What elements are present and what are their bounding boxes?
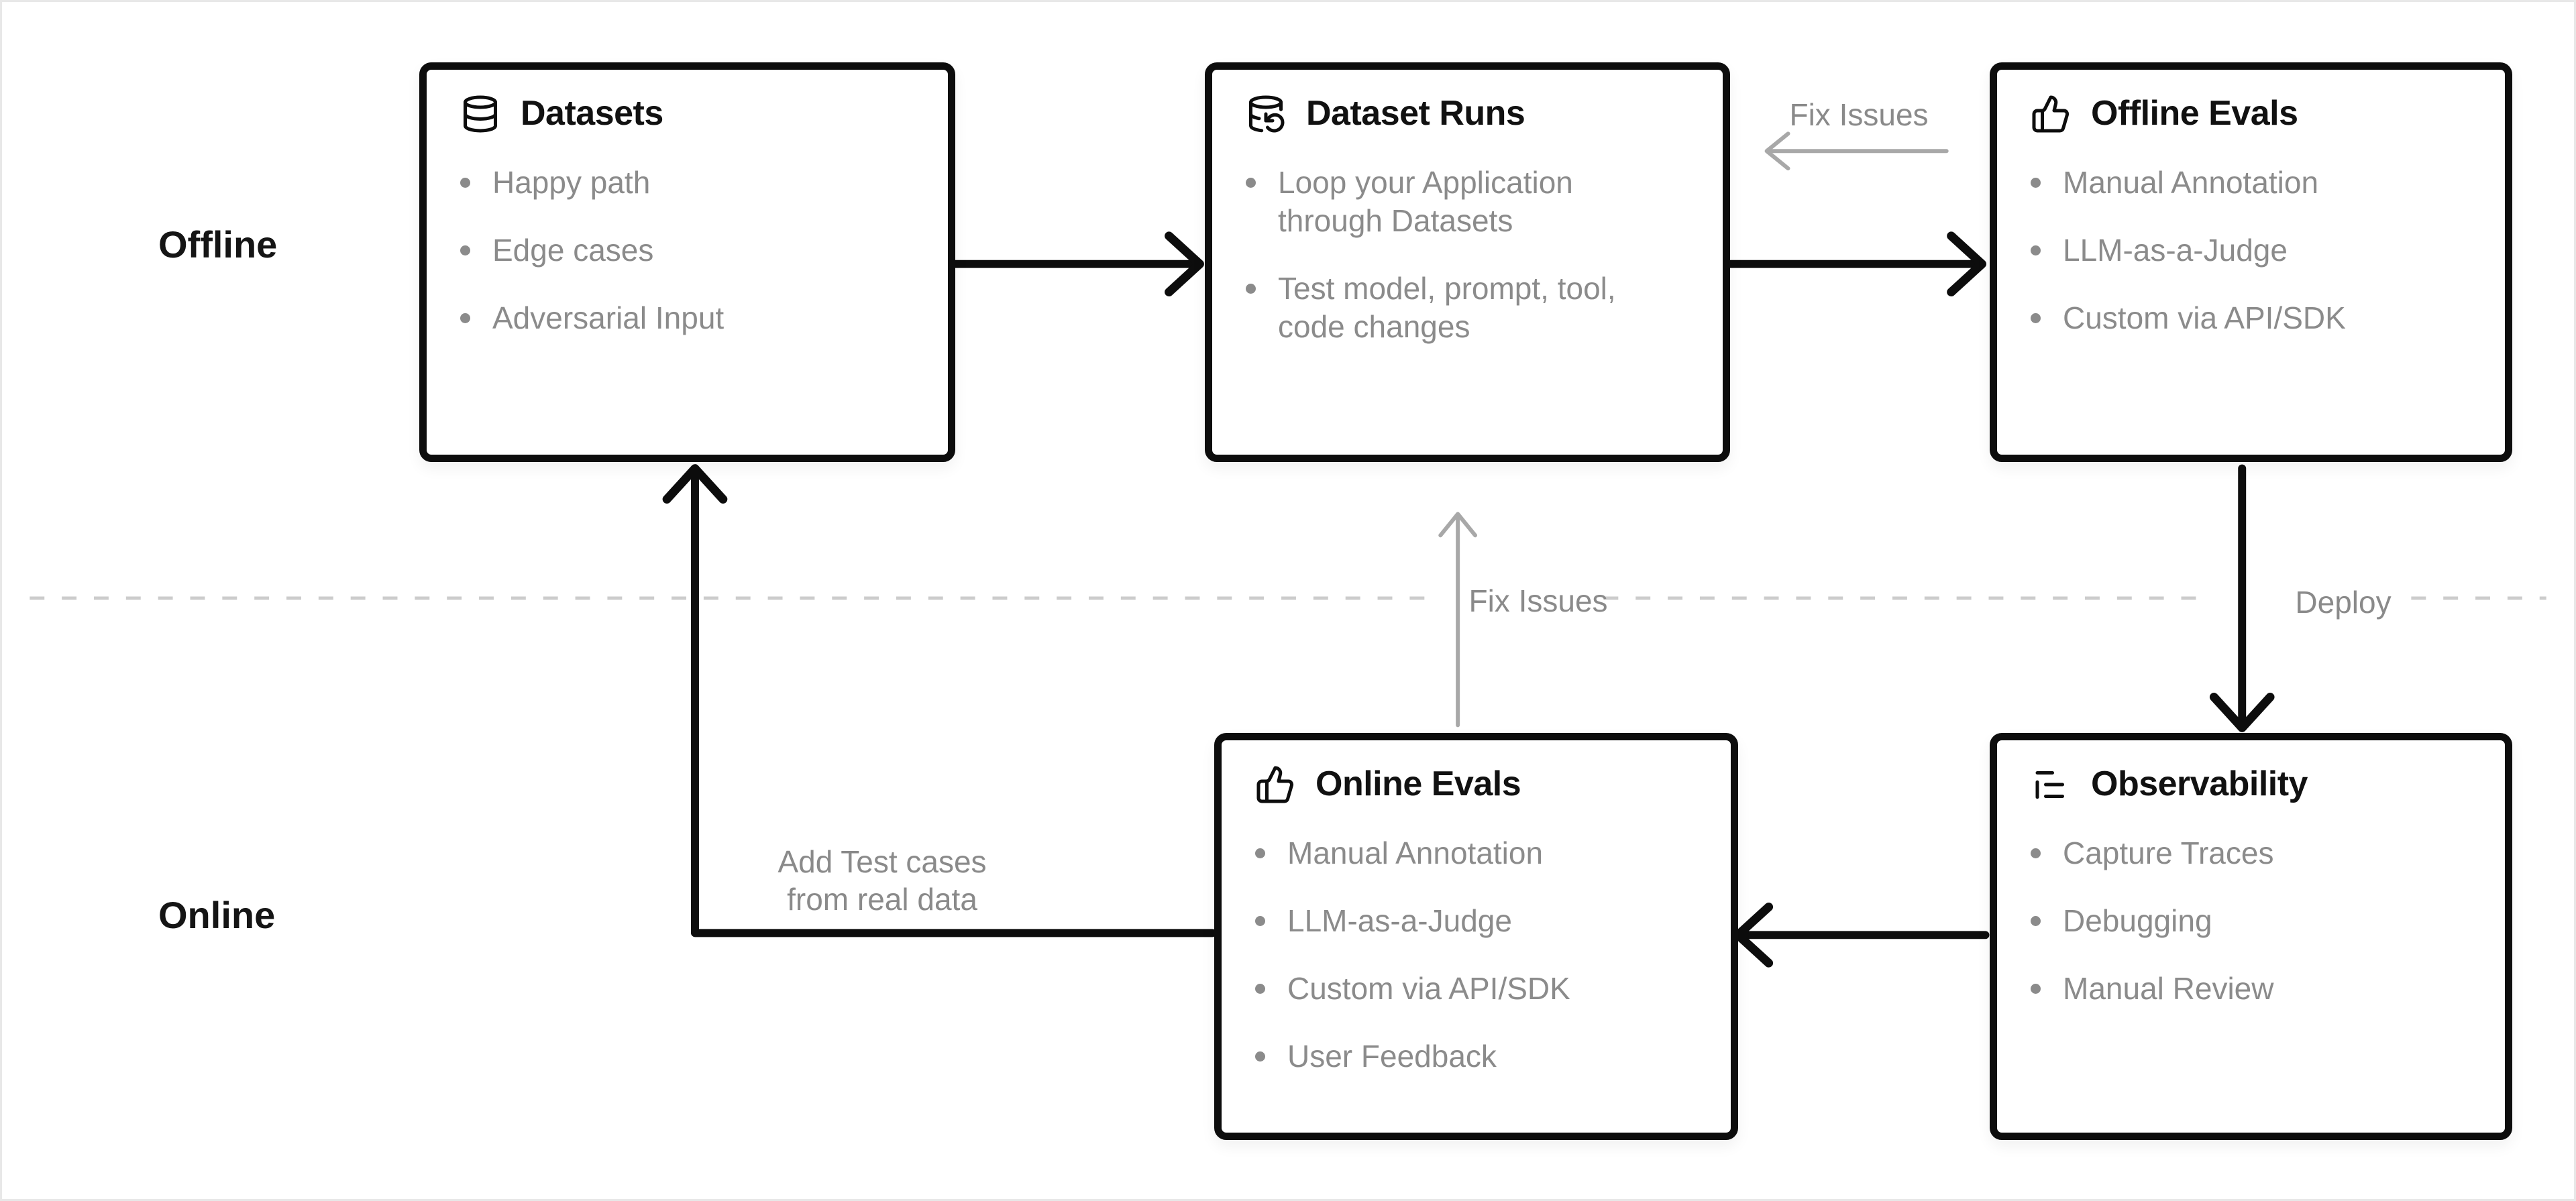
node-title: Dataset Runs xyxy=(1306,94,1525,133)
bullet-dot xyxy=(460,313,470,323)
node-title: Observability xyxy=(2091,764,2308,804)
list-item-text: Custom via API/SDK xyxy=(1287,971,1570,1006)
database-icon xyxy=(460,94,500,134)
list-item-text: Manual Review xyxy=(2063,971,2274,1006)
list-item: LLM-as-a-Judge xyxy=(1252,902,1700,940)
list-item: Test model, prompt, tool, code changes xyxy=(1243,270,1646,346)
node-bullet-list: Capture Traces Debugging Manual Review xyxy=(2028,834,2474,1008)
bullet-dot xyxy=(460,178,470,188)
bullet-dot xyxy=(1246,284,1256,294)
node-bullet-list: Loop your Application through Datasets T… xyxy=(1243,164,1692,346)
arrowhead-down-icon xyxy=(2209,693,2275,732)
node-header: Online Evals xyxy=(1255,764,1697,805)
fix-issues-middle-label: Fix Issues xyxy=(1468,583,1608,618)
list-item-text: LLM-as-a-Judge xyxy=(1287,903,1512,938)
node-title: Datasets xyxy=(521,94,663,133)
bullet-dot xyxy=(2031,313,2041,323)
list-item-text: Manual Annotation xyxy=(2063,165,2319,200)
arrowhead-up-icon xyxy=(662,464,728,504)
arrowhead-up-icon xyxy=(1438,512,1478,538)
list-item: Happy path xyxy=(458,164,917,202)
list-item-text: User Feedback xyxy=(1287,1039,1497,1074)
list-item-text: Capture Traces xyxy=(2063,836,2274,870)
list-item-text: Loop your Application through Datasets xyxy=(1278,165,1573,238)
arrowhead-right-icon xyxy=(1165,231,1204,297)
list-item: LLM-as-a-Judge xyxy=(2028,231,2474,270)
node-title: Online Evals xyxy=(1316,764,1521,804)
node-header: Dataset Runs xyxy=(1246,94,1689,134)
list-item-text: Adversarial Input xyxy=(492,300,724,335)
thumbs-up-icon xyxy=(2031,94,2071,134)
add-test-cases-label: Add Test cases from real data xyxy=(777,844,987,917)
bullet-dot xyxy=(2031,178,2041,188)
node-bullet-list: Manual Annotation LLM-as-a-Judge Custom … xyxy=(1252,834,1700,1076)
node-title: Offline Evals xyxy=(2091,94,2298,133)
offline-section-label: Offline xyxy=(158,223,278,266)
thumbs-up-icon xyxy=(1255,764,1295,805)
list-item: Custom via API/SDK xyxy=(1252,970,1700,1008)
online-section-label: Online xyxy=(158,894,276,936)
bullet-dot xyxy=(2031,245,2041,255)
bullet-dot xyxy=(1255,916,1265,926)
list-item: Capture Traces xyxy=(2028,834,2474,872)
node-dataset-runs: Dataset Runs Loop your Application throu… xyxy=(1205,62,1730,462)
arrowhead-left-icon xyxy=(1733,902,1774,968)
arrowhead-right-icon xyxy=(1947,231,1987,297)
list-item: User Feedback xyxy=(1252,1037,1700,1076)
bullet-dot xyxy=(1255,848,1265,858)
node-bullet-list: Manual Annotation LLM-as-a-Judge Custom … xyxy=(2028,164,2474,337)
bullet-dot xyxy=(2031,848,2041,858)
list-item: Debugging xyxy=(2028,902,2474,940)
node-offline-evals: Offline Evals Manual Annotation LLM-as-a… xyxy=(1990,62,2512,462)
list-item-text: Edge cases xyxy=(492,233,654,268)
list-item-text: Happy path xyxy=(492,165,651,200)
list-item: Custom via API/SDK xyxy=(2028,299,2474,337)
node-header: Offline Evals xyxy=(2031,94,2471,134)
bullet-dot xyxy=(1255,984,1265,994)
database-loop-icon xyxy=(1246,94,1286,134)
bullet-dot xyxy=(460,245,470,255)
list-item-text: Manual Annotation xyxy=(1287,836,1544,870)
list-item: Manual Review xyxy=(2028,970,2474,1008)
list-item: Loop your Application through Datasets xyxy=(1243,164,1646,240)
list-item-text: Test model, prompt, tool, code changes xyxy=(1278,271,1616,344)
list-item: Manual Annotation xyxy=(2028,164,2474,202)
arrowhead-left-icon xyxy=(1764,131,1790,171)
fix-issues-top-label: Fix Issues xyxy=(1789,97,1929,132)
list-item-text: Custom via API/SDK xyxy=(2063,300,2346,335)
list-item: Edge cases xyxy=(458,231,917,270)
bullet-dot xyxy=(1246,178,1256,188)
list-item-text: LLM-as-a-Judge xyxy=(2063,233,2288,268)
list-item: Manual Annotation xyxy=(1252,834,1700,872)
list-item: Adversarial Input xyxy=(458,299,917,337)
node-datasets: Datasets Happy path Edge cases Adversari… xyxy=(419,62,955,462)
node-header: Datasets xyxy=(460,94,914,134)
node-header: Observability xyxy=(2031,764,2471,805)
bullet-dot xyxy=(2031,916,2041,926)
node-observability: Observability Capture Traces Debugging M… xyxy=(1990,733,2512,1140)
list-item-text: Debugging xyxy=(2063,903,2212,938)
node-bullet-list: Happy path Edge cases Adversarial Input xyxy=(458,164,917,337)
node-online-evals: Online Evals Manual Annotation LLM-as-a-… xyxy=(1214,733,1738,1140)
deploy-label: Deploy xyxy=(2295,585,2392,620)
bullet-dot xyxy=(2031,984,2041,994)
bullet-dot xyxy=(1255,1051,1265,1062)
logs-icon xyxy=(2031,764,2071,805)
